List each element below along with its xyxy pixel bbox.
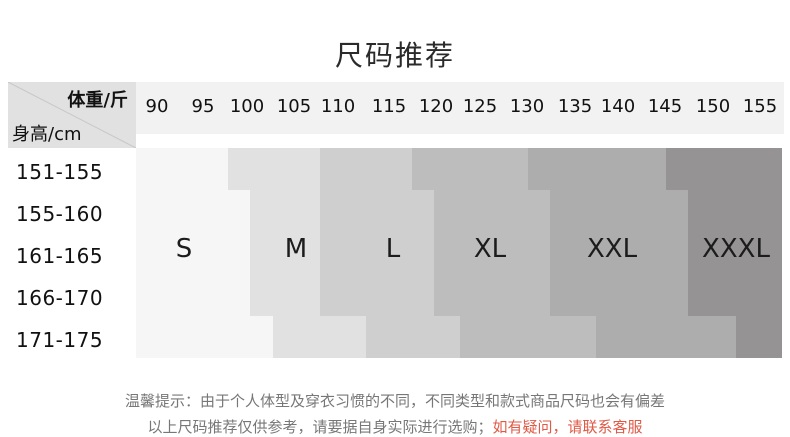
weight-header-band: [8, 82, 784, 134]
size-band-xl: [434, 190, 550, 316]
weight-label: 135: [557, 96, 593, 117]
size-band-xxxl: [688, 190, 782, 316]
size-band-s: [136, 316, 273, 358]
height-label: 151-155: [16, 160, 104, 184]
weight-label: 155: [742, 96, 778, 117]
height-axis-label: 身高/cm: [12, 124, 82, 145]
size-band-m: [250, 190, 320, 316]
weight-label: 115: [371, 96, 407, 117]
contact-service-link[interactable]: 如有疑问，请联系客服: [492, 418, 643, 436]
weight-label: 105: [276, 96, 312, 117]
size-label-xxxl: XXXL: [702, 234, 770, 264]
size-label-xxl: XXL: [586, 234, 638, 264]
size-band-xxl: [596, 316, 736, 358]
size-label-m: M: [284, 234, 308, 264]
size-label-l: L: [385, 234, 401, 264]
weight-label: 125: [462, 96, 498, 117]
weight-label: 145: [647, 96, 683, 117]
size-band-m: [273, 316, 366, 358]
header-corner-cell: 体重/斤 身高/cm: [8, 82, 136, 148]
size-label-s: S: [175, 234, 193, 264]
size-band-xxxl: [736, 316, 782, 358]
size-band-l: [366, 316, 460, 358]
size-band-xxl: [528, 148, 666, 190]
weight-label: 110: [320, 96, 356, 117]
tip-line-1: 温馨提示：由于个人体型及穿衣习惯的不同，不同类型和款式商品尺码也会有偏差: [124, 392, 665, 410]
weight-label: 130: [509, 96, 545, 117]
height-label: 155-160: [16, 202, 104, 226]
size-band-xxl: [550, 190, 688, 316]
weight-label: 95: [191, 96, 215, 117]
size-band-xl: [412, 148, 528, 190]
weight-label: 120: [418, 96, 454, 117]
page-title: 尺码推荐: [334, 39, 455, 72]
size-band-m: [228, 148, 320, 190]
size-label-xl: XL: [473, 234, 507, 264]
size-band-s: [136, 190, 250, 316]
height-label: 161-165: [16, 244, 104, 268]
weight-label: 100: [229, 96, 265, 117]
tip-text: 以上尺码推荐仅供参考，请要据自身实际进行选购；: [147, 418, 493, 436]
weight-label: 90: [145, 96, 169, 117]
size-band-xxxl: [666, 148, 782, 190]
height-label: 171-175: [16, 328, 104, 352]
size-band-l: [320, 190, 434, 316]
weight-label: 150: [695, 96, 731, 117]
size-band-xl: [460, 316, 596, 358]
diagonal-divider: [8, 82, 136, 148]
height-label: 166-170: [16, 286, 104, 310]
tip-line-2: 以上尺码推荐仅供参考，请要据自身实际进行选购；如有疑问，请联系客服: [0, 416, 790, 437]
weight-label: 140: [600, 96, 636, 117]
weight-axis-label: 体重/斤: [67, 90, 128, 111]
size-band-l: [320, 148, 412, 190]
size-band-s: [136, 148, 228, 190]
